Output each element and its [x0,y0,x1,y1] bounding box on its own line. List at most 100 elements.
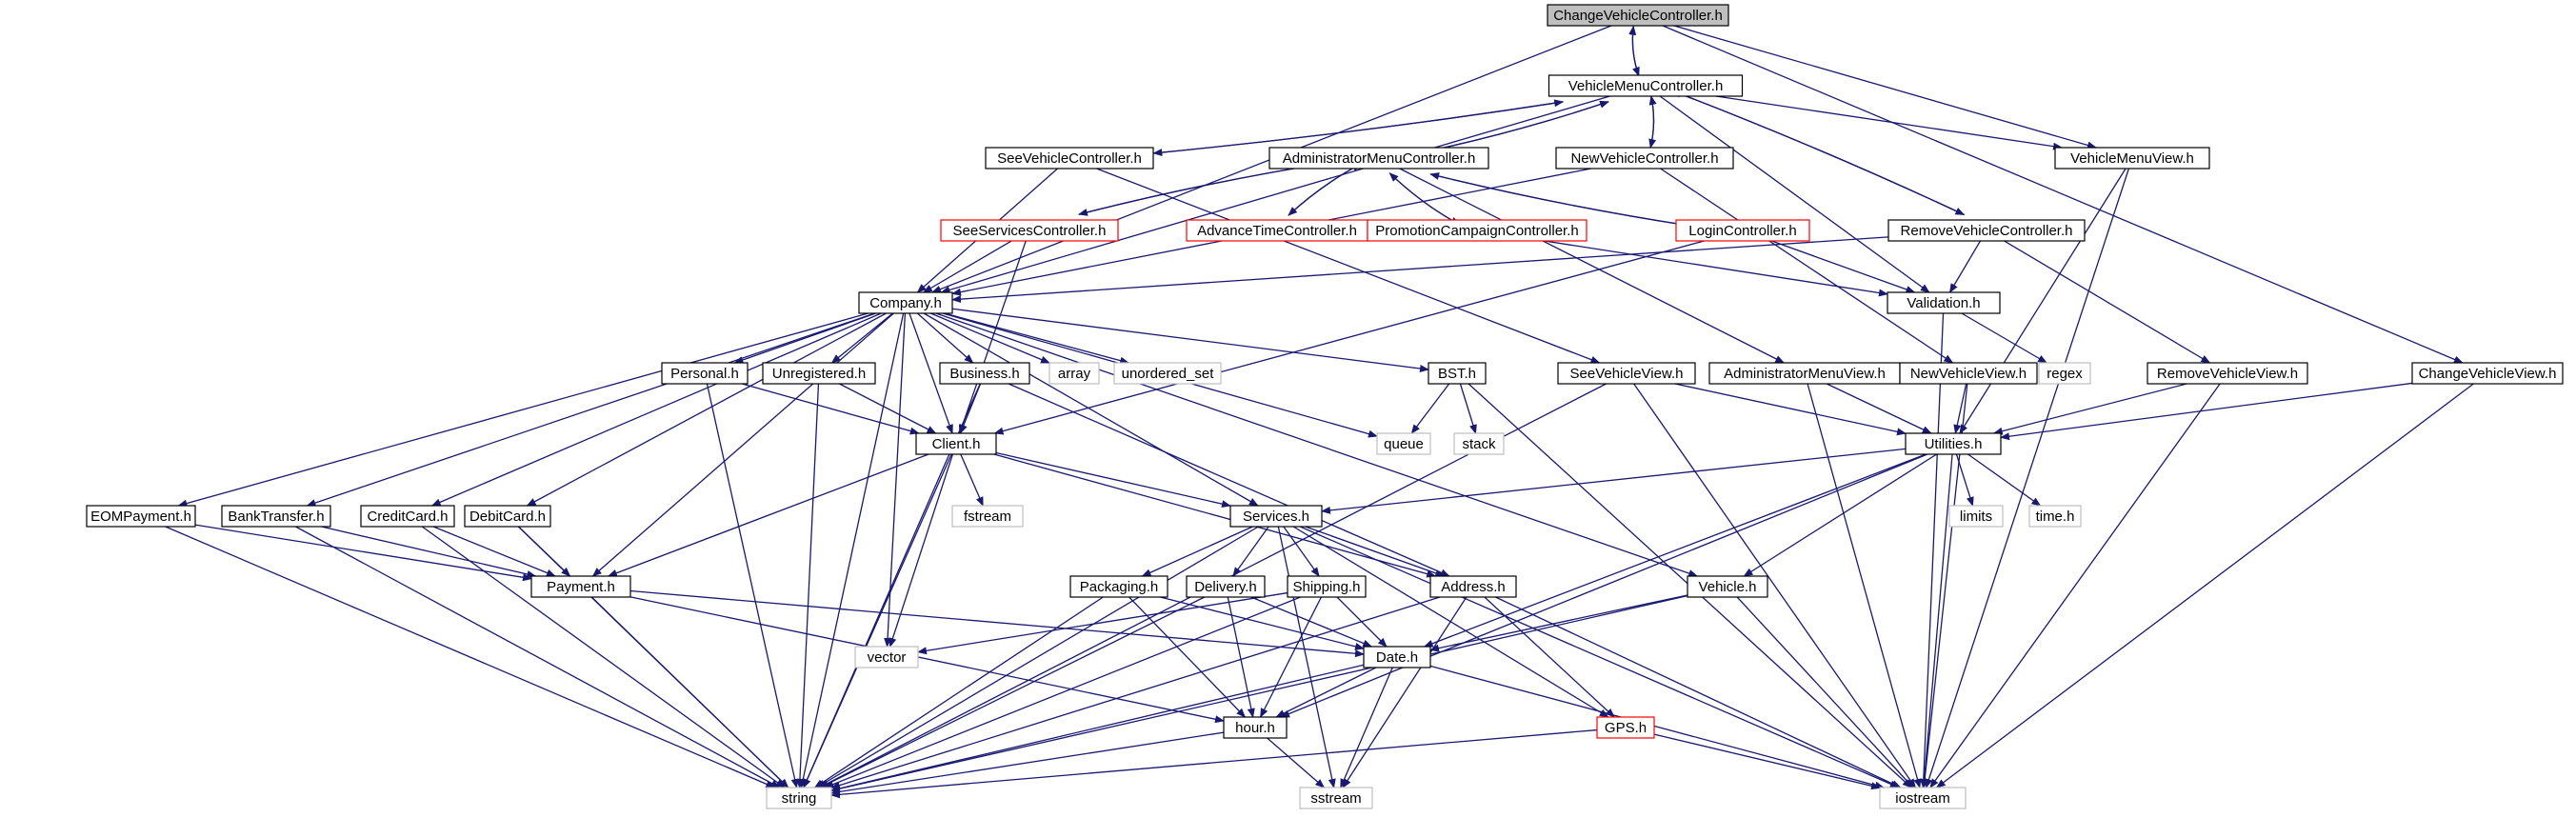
node-PromotionCampaignController[interactable]: PromotionCampaignController.h [1367,219,1588,242]
edge-SeeVehicleController-to-SeeVehicleView [1096,168,1601,364]
edge-AdministratorMenuController-to-AdministratorMenuView [1399,168,1786,364]
node-box-VehicleMenuView [2054,147,2210,170]
node-Personal[interactable]: Personal.h [661,362,749,385]
node-ChangeVehicleView[interactable]: ChangeVehicleView.h [2411,362,2564,385]
edge-Delivery-to-string [819,596,1206,788]
node-Vehicle[interactable]: Vehicle.h [1687,575,1768,598]
node-string: string [766,787,832,809]
node-Validation[interactable]: Validation.h [1887,291,2001,314]
node-box-Utilities [1905,432,2002,455]
edge-Company-to-DebitCard [526,312,887,507]
edge-Shipping-to-string [824,596,1301,788]
edge-AdministratorMenuView-to-Utilities [1826,383,1932,434]
node-SeeVehicleView[interactable]: SeeVehicleView.h [1557,362,1696,385]
node-DebitCard[interactable]: DebitCard.h [464,505,551,528]
node-hour[interactable]: hour.h [1223,716,1288,739]
edge-NewVehicleView-to-Utilities [1953,383,1967,434]
node-ChangeVehicleController[interactable]: ChangeVehicleController.h [1547,4,1729,27]
node-VehicleMenuController[interactable]: VehicleMenuController.h [1548,74,1744,97]
node-box-Shipping [1287,575,1367,598]
node-label-Shipping: Shipping.h [1293,579,1361,595]
node-label-ChangeVehicleController: ChangeVehicleController.h [1553,8,1723,24]
edge-VehicleMenuView-to-Utilities [1959,168,2127,434]
node-vector: vector [854,646,919,668]
edge-Packaging-to-string [813,596,1104,788]
edge-Services-to-string [815,526,1259,788]
edge-Date-to-sstream [1340,667,1393,788]
node-label-SeeVehicleView: SeeVehicleView.h [1570,366,1684,382]
node-Utilities[interactable]: Utilities.h [1905,432,2002,455]
node-box-SeeVehicleController [985,147,1154,170]
node-unordered_set: unordered_set [1113,362,1222,385]
node-Unregistered[interactable]: Unregistered.h [762,362,876,385]
node-label-time: time.h [2036,509,2075,525]
node-GPS[interactable]: GPS.h [1596,716,1655,739]
node-Business[interactable]: Business.h [939,362,1030,385]
edge-AdministratorMenuController-to-AdvanceTimeController [1288,163,1362,216]
node-BST[interactable]: BST.h [1428,362,1487,385]
node-BankTransfer[interactable]: BankTransfer.h [221,505,331,528]
edge-VehicleMenuController-to-Validation [1659,95,1930,293]
edge-Company-to-Vehicle [935,312,1699,577]
node-EOMPayment[interactable]: EOMPayment.h [86,505,196,528]
node-SeeServicesController[interactable]: SeeServicesController.h [940,219,1119,242]
node-AdministratorMenuController[interactable]: AdministratorMenuController.h [1268,147,1489,170]
node-box-Personal [661,362,749,385]
node-Delivery[interactable]: Delivery.h [1186,575,1266,598]
edge-Company-to-unordered_set [944,312,1130,365]
node-VehicleMenuView[interactable]: VehicleMenuView.h [2054,147,2210,170]
node-box-ChangeVehicleView [2411,362,2564,385]
edge-Date-to-hour [1275,667,1377,718]
edge-Payment-to-string [590,596,789,788]
edge-Client-to-vector [889,453,954,648]
edge-Utilities-to-iostream [1920,453,1953,788]
edge-GPS-to-iostream [1653,733,1881,790]
edge-Company-to-Business [916,312,974,364]
node-Payment[interactable]: Payment.h [530,575,631,598]
node-label-GPS: GPS.h [1605,720,1647,736]
node-box-iostream [1879,787,1967,809]
node-label-fstream: fstream [964,509,1011,525]
edge-Validation-to-regex [1961,312,2047,364]
node-NewVehicleController[interactable]: NewVehicleController.h [1555,147,1734,170]
node-array: array [1048,362,1100,385]
edge-VehicleMenuController-to-ChangeVehicleController [1628,25,1640,76]
node-Address[interactable]: Address.h [1429,575,1517,598]
node-box-Vehicle [1687,575,1768,598]
edge-Packaging-to-Date [1160,596,1365,650]
edge-Unregistered-to-Client [839,383,937,434]
node-box-Services [1229,505,1323,528]
edge-Address-to-sstream [1342,596,1468,788]
node-Packaging[interactable]: Packaging.h [1069,575,1168,598]
edge-CreditCard-to-string [421,526,786,788]
node-Shipping[interactable]: Shipping.h [1287,575,1367,598]
edge-SeeVehicleView-to-Utilities [1674,383,1907,436]
edge-SeeVehicleView-to-iostream [1633,383,1916,788]
node-label-vector: vector [868,649,907,666]
node-RemoveVehicleView[interactable]: RemoveVehicleView.h [2147,362,2308,385]
node-label-Personal: Personal.h [670,366,739,382]
node-RemoveVehicleController[interactable]: RemoveVehicleController.h [1887,219,2086,242]
node-LoginController[interactable]: LoginController.h [1675,219,1810,242]
node-AdvanceTimeController[interactable]: AdvanceTimeController.h [1186,219,1368,242]
edge-Company-to-Payment [591,312,894,577]
edge-Utilities-to-limits [1955,453,1974,507]
edge-Company-to-Client [909,312,953,434]
edge-RemoveVehicleController-to-Company [951,236,1889,304]
node-Date[interactable]: Date.h [1363,646,1431,668]
node-Services[interactable]: Services.h [1229,505,1323,528]
edge-Address-to-iostream [1495,596,1902,788]
edge-Company-to-BST [951,308,1429,372]
edge-Packaging-to-hour [1128,596,1247,718]
node-NewVehicleView[interactable]: NewVehicleView.h [1899,362,2038,385]
node-SeeVehicleController[interactable]: SeeVehicleController.h [985,147,1154,170]
node-AdministratorMenuView[interactable]: AdministratorMenuView.h [1708,362,1901,385]
edge-Services-to-Delivery [1232,526,1269,577]
edge-BankTransfer-to-Payment [321,526,537,578]
node-CreditCard[interactable]: CreditCard.h [360,505,455,528]
edge-ChangeVehicleView-to-Utilities [2000,382,2413,441]
node-Client[interactable]: Client.h [915,432,997,455]
node-Company[interactable]: Company.h [858,291,953,314]
edge-Business-to-Address [1008,383,1450,577]
node-box-fstream [951,505,1024,528]
